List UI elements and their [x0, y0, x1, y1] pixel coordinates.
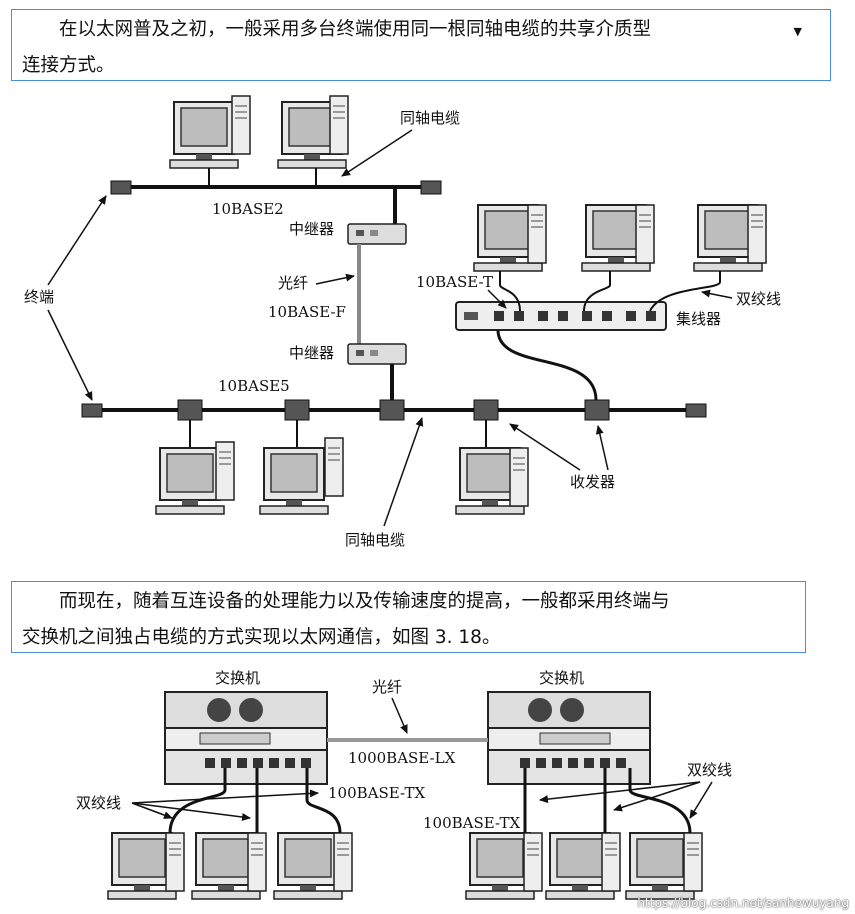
- switch-left-label: 交换机: [215, 669, 260, 687]
- terminal-pc: [581, 204, 655, 312]
- switch-left: [164, 691, 328, 785]
- 10base5-label: 10BASE5: [218, 377, 290, 395]
- note-line: 交换机之间独占电缆的方式实现以太网通信，如图 3. 18。: [22, 627, 501, 648]
- terminal-pc: [649, 204, 767, 312]
- terminal-pc: [259, 420, 344, 515]
- terminal-pc: [273, 768, 353, 900]
- hub: [455, 301, 667, 331]
- note-line: 在以太网普及之初，一般采用多台终端使用同一根同轴电缆的共享介质型: [59, 19, 652, 40]
- transceiver-icon: [284, 399, 310, 421]
- 10base2-bus: [110, 180, 442, 195]
- coax-top-label: 同轴电缆: [400, 109, 460, 127]
- terminal-pc: [455, 420, 529, 515]
- terminal-pc: [169, 95, 251, 187]
- terminal-pc: [545, 768, 621, 900]
- repeater-top-label: 中继器: [289, 220, 334, 238]
- repeater-top: [347, 223, 407, 245]
- fiber-label: 光纤: [278, 274, 308, 292]
- triangle-marker-icon: ▼: [793, 25, 802, 38]
- transceiver-icon: [177, 399, 203, 421]
- 10base2-label: 10BASE2: [212, 200, 284, 218]
- switch-right: [487, 691, 651, 785]
- terminal-pc: [465, 768, 543, 900]
- twisted-right-label: 双绞线: [687, 761, 732, 779]
- watermark-url: https://blog.csdn.net/sanhewuyang: [637, 896, 849, 910]
- note-line: 而现在，随着互连设备的处理能力以及传输速度的提高，一般都采用终端与: [59, 591, 670, 612]
- terminal-pc: [155, 420, 235, 515]
- terminal-pc: [625, 768, 703, 900]
- note-line: 连接方式。: [22, 55, 115, 76]
- fiber-bottom-label: 光纤: [372, 678, 402, 696]
- transceiver-icon: [584, 399, 610, 421]
- terminal-pc: [191, 768, 267, 900]
- 100base-tx-label-top: 100BASE-TX: [328, 784, 426, 802]
- terminal-pc: [277, 95, 349, 187]
- 10basef-label: 10BASE-F: [268, 303, 346, 321]
- transceiver-label: 收发器: [570, 473, 615, 491]
- transceiver-icon: [473, 399, 499, 421]
- hub-label: 集线器: [676, 310, 721, 328]
- 1000base-lx-label: 1000BASE-LX: [348, 749, 456, 767]
- repeater-bottom-label: 中继器: [289, 344, 334, 362]
- note-dedicated-cable: 而现在，随着互连设备的处理能力以及传输速度的提高，一般都采用终端与 交换机之间独…: [11, 581, 806, 653]
- transceiver-icon: [379, 399, 405, 421]
- terminal-pc: [473, 204, 547, 312]
- intro-note-shared-medium: 在以太网普及之初，一般采用多台终端使用同一根同轴电缆的共享介质型 连接方式。 ▼: [11, 9, 831, 81]
- repeater-bottom: [347, 343, 407, 365]
- coax-bottom-label: 同轴电缆: [345, 531, 405, 549]
- twisted-left-label: 双绞线: [76, 794, 121, 812]
- twisted-pair-label: 双绞线: [736, 290, 781, 308]
- 10base5-bus: [81, 399, 707, 421]
- switch-right-label: 交换机: [539, 669, 584, 687]
- terminal-label: 终端: [24, 288, 54, 306]
- 10baset-label: 10BASE-T: [416, 273, 493, 291]
- 100base-tx-label-bottom: 100BASE-TX: [423, 814, 521, 832]
